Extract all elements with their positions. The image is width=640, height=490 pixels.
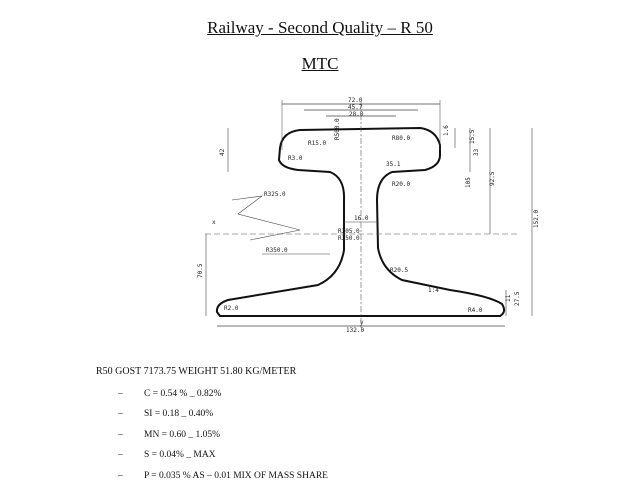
label-web-center: 70.5 [197, 263, 204, 278]
spec-item: – SI = 0.18 _ 0.40% [118, 408, 328, 428]
label-head-side: 15.5 [469, 129, 476, 144]
label-foot-radius-right: R4.0 [468, 307, 483, 314]
label-foot-radius-left: R2.0 [224, 305, 239, 312]
label-foot-width: 132.0 [346, 327, 364, 334]
label-head-step: 1.6 [443, 125, 450, 136]
rail-profile-outline [215, 126, 506, 317]
label-axis-x: x [212, 219, 216, 226]
bullet-dash: – [118, 450, 123, 461]
spec-item: – P = 0.035 % AS – 0.01 MIX OF MASS SHARE [118, 470, 328, 490]
label-neck: 35.1 [386, 161, 401, 168]
spec-item-text: SI = 0.18 _ 0.40% [144, 409, 214, 420]
label-fillet-web-foot: R20.5 [390, 267, 408, 274]
label-fillet-head: R3.0 [288, 155, 303, 162]
spec-heading: R50 GOST 7173.75 WEIGHT 51.80 KG/METER [96, 366, 297, 377]
label-foot-edge-2: 27.5 [514, 291, 521, 306]
label-web-radius-2: R305.0 [338, 228, 360, 235]
page-title: Railway - Second Quality – R 50 [207, 18, 433, 37]
spec-list: – C = 0.54 % _ 0.82% – SI = 0.18 _ 0.40% –… [118, 388, 328, 490]
radius-leader-zigzag [231, 195, 301, 241]
label-foot-edge: 11 [505, 294, 512, 302]
spec-item-text: P = 0.035 % AS – 0.01 MIX OF MASS SHARE [144, 470, 328, 481]
spec-item-text: C = 0.54 % _ 0.82% [144, 389, 222, 399]
label-fillet-head-web: R20.0 [392, 181, 410, 188]
label-web-radius-3: R350.0 [338, 235, 360, 242]
bullet-dash: – [118, 470, 123, 481]
label-head-mid: 45.7 [348, 104, 363, 111]
label-head-side-2: 33 [473, 148, 480, 156]
label-crown-radius-2: R80.0 [392, 135, 410, 142]
label-head-height: 42 [219, 148, 226, 156]
spec-item-text: S = 0.04% _ MAX [144, 450, 216, 461]
label-web-radius-1: R325.0 [264, 191, 286, 198]
label-foot-slope: 1:4 [428, 287, 439, 294]
label-axis-y: y [360, 319, 364, 326]
page-subtitle: MTC [301, 54, 339, 73]
spec-item: – S = 0.04% _ MAX [118, 449, 328, 469]
label-head-radius: R15.0 [308, 140, 326, 147]
bullet-dash: – [118, 389, 123, 399]
label-head-outer: 72.0 [348, 97, 363, 104]
spec-item: – MN = 0.60 _ 1.05% [118, 429, 328, 449]
label-total-height: 152.0 [533, 210, 540, 228]
spec-item: – C = 0.54 % _ 0.82% [118, 388, 328, 408]
label-right-mid: 92.5 [489, 171, 496, 186]
rail-profile-drawing: 72.0 45.7 28.0 R15.0 R500.0 R80.0 R3.0 3… [197, 97, 540, 334]
spec-item-text: MN = 0.60 _ 1.05% [144, 429, 221, 440]
label-head-inner: 28.0 [349, 111, 364, 118]
label-height-foot-head: 105 [465, 177, 472, 188]
label-web-radius-4: R350.0 [266, 247, 288, 254]
label-web-thickness: 16.0 [354, 215, 369, 222]
bullet-dash: – [118, 409, 123, 420]
bullet-dash: – [118, 429, 123, 440]
label-crown-radius: R500.0 [334, 118, 341, 140]
